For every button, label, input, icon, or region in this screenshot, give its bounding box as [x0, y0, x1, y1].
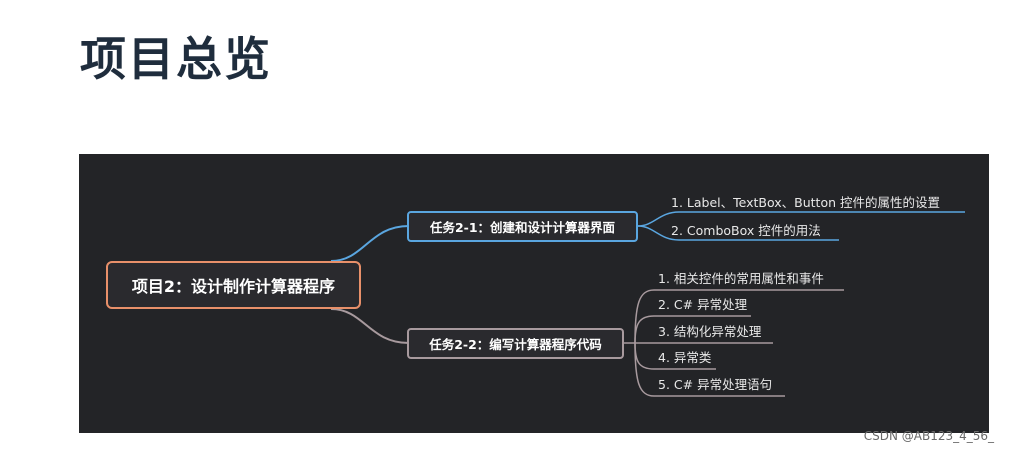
- mindmap-canvas: 项目2：设计制作计算器程序 任务2-1：创建和设计计算器界面 任务2-2：编写计…: [79, 154, 989, 433]
- mindmap-branch-task-2-2: 任务2-2：编写计算器程序代码: [407, 328, 624, 359]
- page-title: 项目总览: [80, 32, 272, 86]
- mindmap-connectors: [330, 211, 965, 397]
- mindmap-leaf-task1-2: 2. ComboBox 控件的用法: [671, 223, 821, 238]
- connector-task2-leaf-5: [634, 342, 655, 397]
- watermark-text: CSDN @AB123_4_56_: [863, 429, 994, 443]
- connector-task2-leaf-4: [634, 342, 655, 370]
- mindmap-leaf-task2-1: 1. 相关控件的常用属性和事件: [658, 271, 824, 286]
- connector-root-task2: [330, 308, 410, 344]
- mindmap-leaf-task1-1: 1. Label、TextBox、Button 控件的属性的设置: [671, 195, 940, 210]
- mindmap-leaf-task2-5: 5. C# 异常处理语句: [658, 377, 773, 392]
- mindmap-leaf-task2-3: 3. 结构化异常处理: [658, 324, 762, 339]
- mindmap-branch-task-2-1: 任务2-1：创建和设计计算器界面: [407, 211, 638, 242]
- mindmap-leaf-task2-2: 2. C# 异常处理: [658, 297, 748, 312]
- mindmap-root-node: 项目2：设计制作计算器程序: [106, 261, 361, 309]
- mindmap-leaf-task2-4: 4. 异常类: [658, 350, 712, 365]
- connector-task2-leaf-2: [634, 315, 655, 344]
- connector-root-task1: [330, 225, 410, 262]
- connector-task1-leaf-2: [637, 225, 680, 241]
